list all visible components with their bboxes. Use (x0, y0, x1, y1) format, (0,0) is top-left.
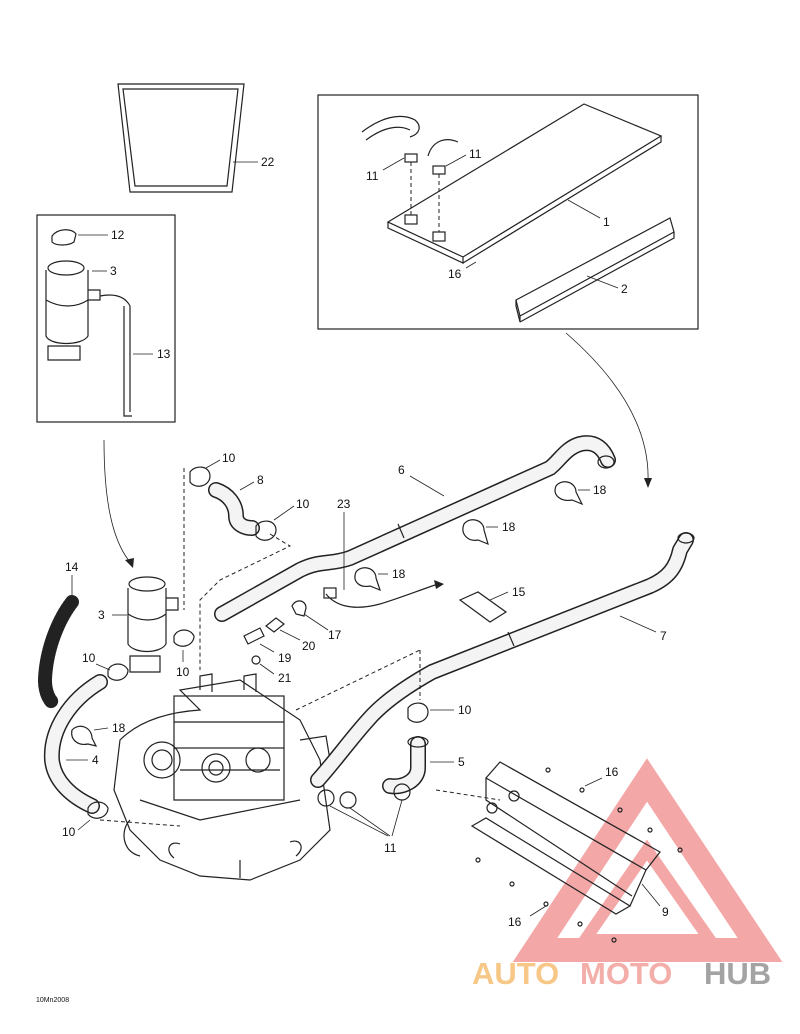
diagram-code: 10Mn2008 (36, 997, 69, 1004)
callout-12: 12 (111, 228, 125, 242)
callout-17: 17 (328, 628, 342, 642)
callout-18-top: 18 (593, 483, 607, 497)
callout-21: 21 (278, 671, 292, 685)
reservoir-inset (36, 214, 176, 423)
hose-7 (310, 532, 695, 788)
radiator-inset (317, 94, 699, 330)
part-8-elbow (208, 481, 260, 536)
callout-18-sensor: 18 (392, 567, 406, 581)
callout-3-main: 3 (98, 608, 105, 622)
callout-13: 13 (157, 347, 171, 361)
callout-18-middle: 18 (502, 520, 516, 534)
callout-6: 6 (398, 463, 405, 477)
hose-4 (43, 674, 108, 814)
callout-9: 9 (662, 905, 669, 919)
part-9-radiator (470, 761, 683, 943)
watermark-moto: MOTO (580, 956, 672, 991)
callout-18-left: 18 (112, 721, 126, 735)
clamps-11-lower (317, 783, 411, 837)
callout-10-left: 10 (82, 651, 96, 665)
watermark-auto: AUTO (472, 956, 559, 991)
callout-10-right: 10 (458, 703, 472, 717)
callout-20: 20 (302, 639, 316, 653)
callout-5: 5 (458, 755, 465, 769)
callout-10-reservoir: 10 (176, 665, 190, 679)
callout-16-lower: 16 (508, 915, 522, 929)
callout-16-upper: 16 (605, 765, 619, 779)
callout-10-lower-left: 10 (62, 825, 76, 839)
part-23-sensor-wire (323, 512, 444, 608)
watermark-logo: AUTO MOTO HUB (472, 956, 771, 991)
callout-19: 19 (278, 651, 292, 665)
watermark-triangle (512, 758, 783, 962)
part-3-reservoir (112, 576, 179, 673)
callout-16-inset: 16 (448, 267, 462, 281)
callout-11-lower: 11 (384, 841, 397, 855)
callout-11-inset-left: 11 (366, 169, 379, 183)
callout-11-inset-right: 11 (469, 147, 482, 161)
callout-4: 4 (92, 753, 99, 767)
engine-block (113, 673, 331, 881)
part-5-elbow (382, 736, 454, 795)
callout-3-inset: 3 (110, 264, 117, 278)
callout-22: 22 (261, 155, 275, 169)
callout-10-upper: 10 (296, 497, 310, 511)
watermark-hub: HUB (704, 956, 771, 991)
hose-6 (214, 435, 616, 622)
callout-10-top: 10 (222, 451, 236, 465)
callout-15: 15 (512, 585, 526, 599)
callout-7: 7 (660, 629, 667, 643)
callout-23: 23 (337, 497, 351, 511)
callout-2: 2 (621, 282, 628, 296)
callout-14: 14 (65, 560, 79, 574)
part-14-spiral (37, 575, 79, 709)
callout-8: 8 (257, 473, 264, 487)
part-22-panel (117, 83, 258, 193)
callout-1: 1 (603, 215, 610, 229)
